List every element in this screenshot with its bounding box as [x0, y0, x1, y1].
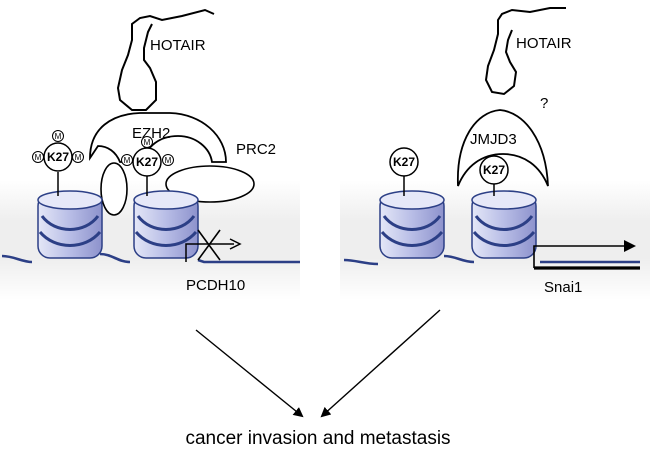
prc2-label: PRC2: [236, 141, 276, 158]
right-hotair-label: HOTAIR: [516, 35, 572, 52]
right-k27-label-2: K27: [483, 163, 505, 177]
right-outcome-arrow: [320, 309, 441, 418]
left-k27-mark-1: K27 M M M: [32, 130, 84, 196]
right-dna: [343, 254, 640, 266]
ezh2-label: EZH2: [132, 125, 170, 142]
left-k27-label-1: K27: [47, 150, 69, 164]
left-nucleosome-2: [133, 190, 199, 259]
methyl-label-1c: M: [75, 153, 82, 162]
right-nucleosome-1: [379, 190, 445, 259]
pcdh10-label: PCDH10: [186, 277, 245, 294]
left-hotair-label: HOTAIR: [150, 37, 206, 54]
left-dna: [1, 252, 300, 264]
jmjd3-crescent: [457, 109, 549, 187]
right-k27-label-1: K27: [393, 155, 415, 169]
right-k27-mark-1: K27: [389, 147, 419, 196]
right-nucleosome-2: [471, 190, 537, 259]
right-panel: HOTAIR ? JMJD3 K27 K27: [343, 7, 640, 296]
prc2-arch: [89, 112, 227, 163]
left-k27-mark-2: K27 M M M: [121, 136, 174, 196]
prc2-subunit-left: [100, 162, 128, 216]
outcome-caption: cancer invasion and metastasis: [185, 428, 450, 448]
methyl-label-1a: M: [55, 132, 62, 141]
right-k27-mark-2: K27: [479, 155, 509, 196]
snai1-label: Snai1: [544, 279, 582, 296]
right-hotair-rna: [484, 7, 566, 96]
left-k27-label-2: K27: [136, 155, 158, 169]
methyl-label-2a: M: [144, 138, 151, 147]
jmjd3-label: JMJD3: [470, 131, 517, 148]
methyl-label-1b: M: [35, 153, 42, 162]
left-outcome-arrow: [195, 329, 304, 418]
methyl-label-2b: M: [124, 156, 131, 165]
left-panel: HOTAIR EZH2 PRC2 K27 M: [1, 8, 300, 294]
pcdh10-blocked-arrow: [185, 229, 242, 262]
left-hotair-rna: [116, 8, 215, 111]
snai1-active-arrow: [533, 240, 640, 270]
left-nucleosome-1: [37, 190, 103, 259]
methyl-label-2c: M: [165, 156, 172, 165]
unknown-interaction-mark: ?: [540, 95, 548, 112]
